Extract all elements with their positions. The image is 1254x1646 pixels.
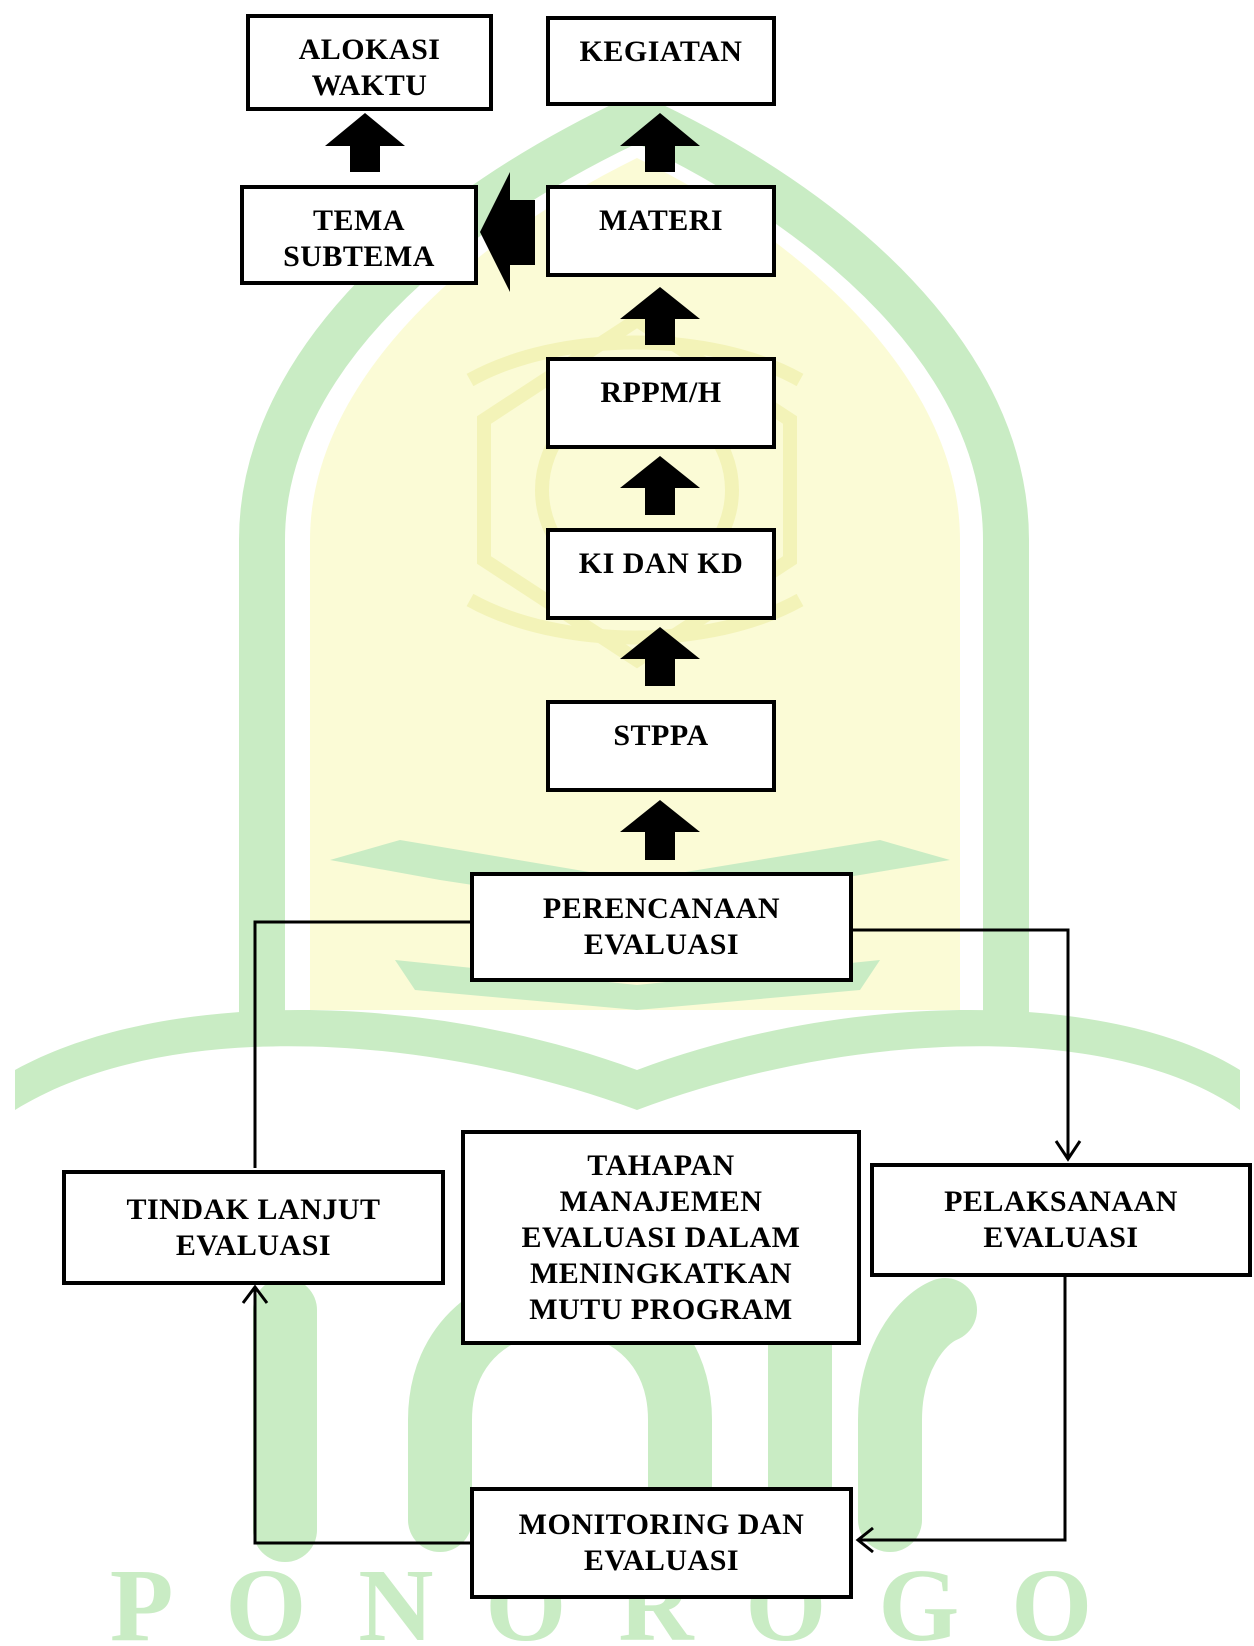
box-ki-dan-kd: KI DAN KD — [546, 528, 776, 620]
box-pelaksanaan-evaluasi-line1: PELAKSANAAN — [944, 1185, 1178, 1218]
connector-monitoring-to-tindak-lanjut — [253, 1287, 470, 1545]
connector-pelaksanaan-to-monitoring — [858, 1275, 1067, 1542]
box-tema-subtema-line1: TEMA — [313, 204, 405, 237]
arrow-up-tema-to-alokasi — [325, 113, 405, 172]
arrowhead-pelaksanaan — [1054, 1140, 1082, 1162]
box-tema-subtema: TEMA SUBTEMA — [240, 185, 478, 285]
box-monitoring-dan-evaluasi: MONITORING DAN EVALUASI — [470, 1487, 853, 1599]
box-pelaksanaan-evaluasi-line2: EVALUASI — [983, 1221, 1139, 1254]
box-alokasi-waktu-line2: WAKTU — [311, 69, 428, 102]
box-ki-dan-kd-label: KI DAN KD — [578, 547, 744, 580]
box-tindak-lanjut-evaluasi: TINDAK LANJUT EVALUASI — [62, 1170, 445, 1285]
connector-perencanaan-to-pelaksanaan — [852, 928, 1070, 1157]
box-kegiatan-label: KEGIATAN — [579, 35, 743, 68]
box-materi: MATERI — [546, 185, 776, 277]
box-pelaksanaan-evaluasi: PELAKSANAAN EVALUASI — [870, 1163, 1252, 1277]
box-tahapan-line4: MENINGKATKAN — [529, 1256, 793, 1290]
box-perencanaan-evaluasi-line1: PERENCANAAN — [542, 892, 781, 925]
arrow-up-perencanaan-to-stppa — [620, 800, 700, 860]
arrowhead-monitoring — [855, 1526, 874, 1554]
box-stppa-label: STPPA — [613, 719, 709, 752]
box-tema-subtema-line2: SUBTEMA — [283, 240, 435, 273]
arrowhead-tindak-lanjut — [241, 1284, 269, 1304]
box-monitoring-line1: MONITORING DAN — [518, 1508, 805, 1541]
box-tahapan-manajemen: TAHAPAN MANAJEMEN EVALUASI DALAM MENINGK… — [461, 1130, 861, 1345]
arrow-up-materi-to-kegiatan — [620, 113, 700, 172]
connector-tindak-lanjut-to-perencanaan — [253, 920, 470, 1168]
box-stppa: STPPA — [546, 700, 776, 792]
arrow-up-stppa-to-kikd — [620, 627, 700, 686]
arrow-left-materi-to-tema — [480, 172, 535, 292]
box-alokasi-waktu-line1: ALOKASI — [298, 33, 441, 66]
box-monitoring-line2: EVALUASI — [583, 1544, 740, 1577]
box-perencanaan-evaluasi-line2: EVALUASI — [583, 928, 740, 961]
box-tahapan-line2: MANAJEMEN — [559, 1184, 763, 1218]
box-materi-label: MATERI — [598, 204, 724, 237]
box-alokasi-waktu: ALOKASI WAKTU — [246, 14, 493, 111]
box-tindak-lanjut-evaluasi-line2: EVALUASI — [175, 1228, 332, 1262]
box-rppm-h: RPPM/H — [546, 357, 776, 449]
watermark-book — [15, 1010, 1240, 1110]
box-tindak-lanjut-evaluasi-line1: TINDAK LANJUT — [126, 1192, 381, 1226]
box-tahapan-line5: MUTU PROGRAM — [529, 1292, 793, 1326]
arrow-up-rppm-to-materi — [620, 287, 700, 345]
box-kegiatan: KEGIATAN — [546, 16, 776, 106]
box-rppm-h-label: RPPM/H — [600, 376, 722, 409]
box-tahapan-line3: EVALUASI DALAM — [521, 1220, 801, 1254]
watermark-dome-outline — [239, 92, 1029, 1040]
box-tahapan-line1: TAHAPAN — [587, 1148, 735, 1182]
watermark-band — [330, 840, 950, 910]
box-perencanaan-evaluasi: PERENCANAAN EVALUASI — [470, 872, 853, 982]
arrow-up-kikd-to-rppm — [620, 456, 700, 515]
